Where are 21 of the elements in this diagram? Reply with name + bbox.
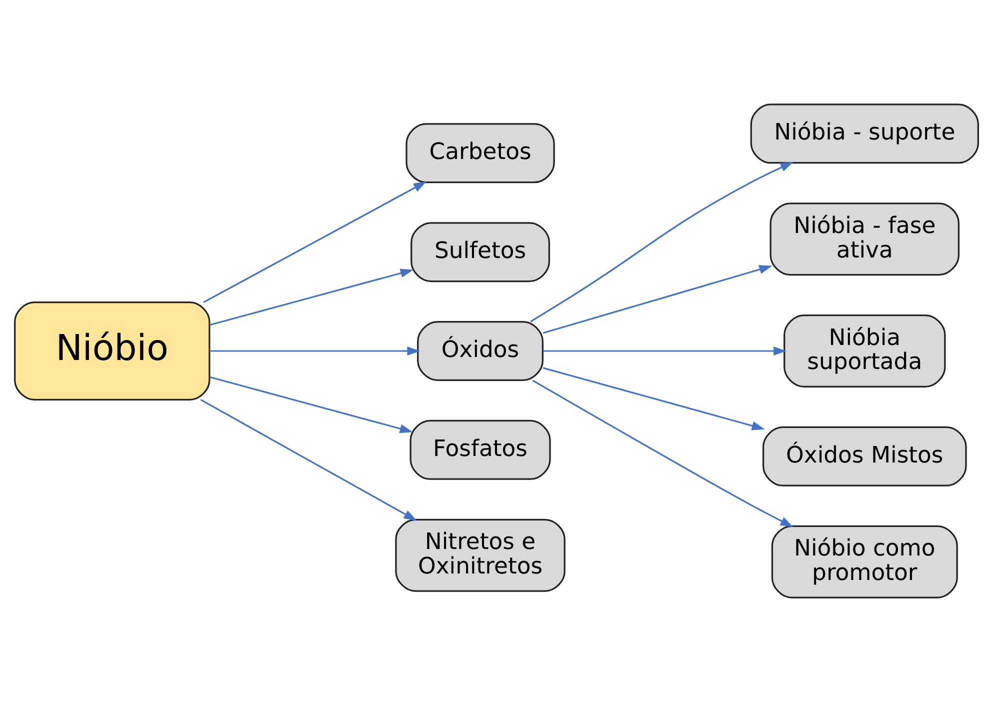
node-box: Nióbia - fase ativa [770,202,960,276]
node-box: Nióbia suportada [784,314,946,388]
arrow [210,346,420,356]
arrow [203,181,427,304]
arrow [200,398,417,521]
arrow [543,346,787,356]
arrow [530,162,794,322]
node-box: Nitretos e Oxinitretos [395,518,566,592]
arrow [532,380,794,528]
arrow [209,376,413,434]
node-box: Sulfetos [410,222,550,282]
arrow [542,265,772,334]
node-box: Nióbia - suporte [750,104,979,164]
node-box: Nióbio como promotor [771,525,958,598]
node-box: Carbetos [406,123,555,184]
arrow [542,367,765,430]
node-box: Nióbio [14,302,210,400]
node-box: Óxidos Mistos [762,426,967,486]
arrow [209,268,414,326]
node-box: Óxidos [417,321,544,381]
node-box: Fosfatos [410,420,551,480]
